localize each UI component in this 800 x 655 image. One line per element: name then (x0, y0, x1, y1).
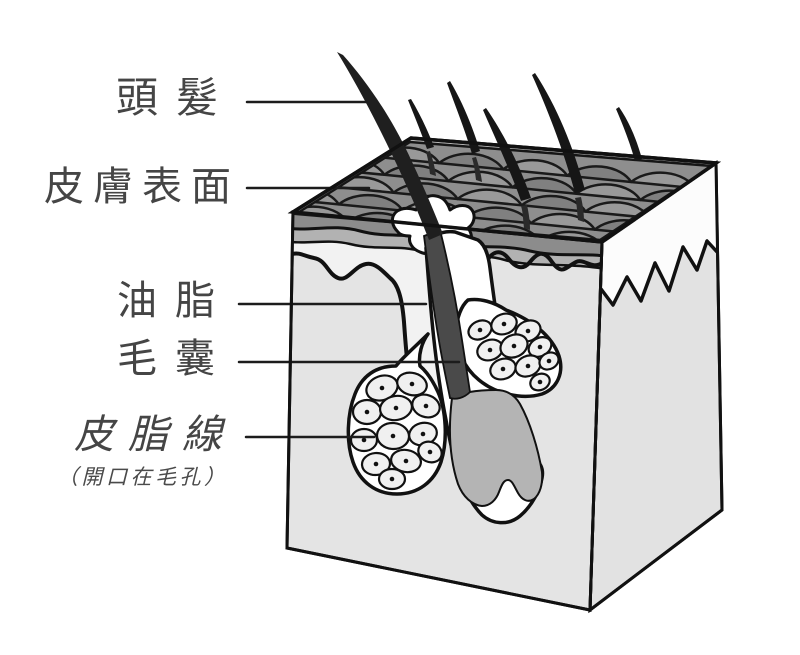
surface-scale (714, 215, 778, 231)
surface-scale (732, 251, 796, 267)
label-sebaceous-gland-note: （開口在毛孔） (57, 466, 229, 489)
label-sebaceous-gland: 皮脂線 (74, 413, 236, 457)
gland-cell-nucleus (487, 347, 493, 353)
gland-cell-nucleus (537, 344, 543, 350)
gland-cell-nucleus (477, 327, 483, 333)
surface-scale (787, 239, 800, 255)
side-fat-band-boundary (599, 239, 721, 307)
surface-scale (337, 193, 405, 212)
gland-cell-nucleus (409, 381, 415, 387)
surface-scale (778, 221, 800, 237)
small-hair-root-streak (521, 205, 530, 230)
small-hair (408, 99, 434, 149)
surface-scale (723, 233, 787, 249)
gland-cell-nucleus (373, 461, 379, 467)
gland-cells (349, 312, 560, 491)
small-hair-root-streak (472, 157, 482, 182)
side-fat-band (600, 164, 719, 305)
gland-cell-nucleus (537, 379, 543, 385)
small-hair (447, 81, 480, 154)
surface-scale (296, 169, 331, 188)
hair-shaft-in-skin (423, 228, 471, 400)
gland-cell-nucleus (390, 433, 396, 439)
small-hairs (408, 73, 642, 230)
gland-cell-nucleus (500, 366, 506, 372)
label-hair-follicle: 毛囊 (117, 337, 233, 381)
label-hair: 頭髮 (116, 74, 237, 121)
small-hair (532, 73, 585, 193)
gland-cell-nucleus (389, 476, 395, 482)
main-hair (337, 52, 443, 240)
label-sebum: 油脂 (117, 279, 233, 323)
label-skin-surface: 皮膚表面 (44, 165, 240, 209)
small-hair (616, 107, 642, 161)
cube-top-face-outline (287, 136, 722, 244)
gland-cell-nucleus (420, 431, 426, 437)
gland-cell-nucleus (501, 321, 507, 327)
gland-cell-nucleus (525, 328, 531, 334)
small-hair (483, 108, 531, 201)
gland-cell-nucleus (423, 403, 429, 409)
surface-scale (759, 185, 800, 201)
gland-cell-nucleus (379, 385, 385, 391)
gland-cell-nucleus (361, 437, 367, 443)
gland-cell-nucleus (427, 449, 433, 455)
small-hair-root-streak (575, 197, 584, 222)
gland-cell-nucleus (546, 358, 552, 364)
gland-cell-nucleus (511, 343, 517, 349)
surface-scale (456, 188, 523, 207)
gland-cell-nucleus (525, 363, 531, 369)
gland-cell-nucleus (393, 405, 399, 411)
gland-cell-nucleus (364, 409, 370, 415)
surface-scale (768, 203, 800, 219)
small-hair-root-streak (426, 151, 436, 176)
hair-root-bulb (449, 388, 544, 508)
surface-scale (309, 142, 377, 159)
gland-cell-nucleus (403, 458, 409, 464)
surface-scale (437, 152, 505, 171)
